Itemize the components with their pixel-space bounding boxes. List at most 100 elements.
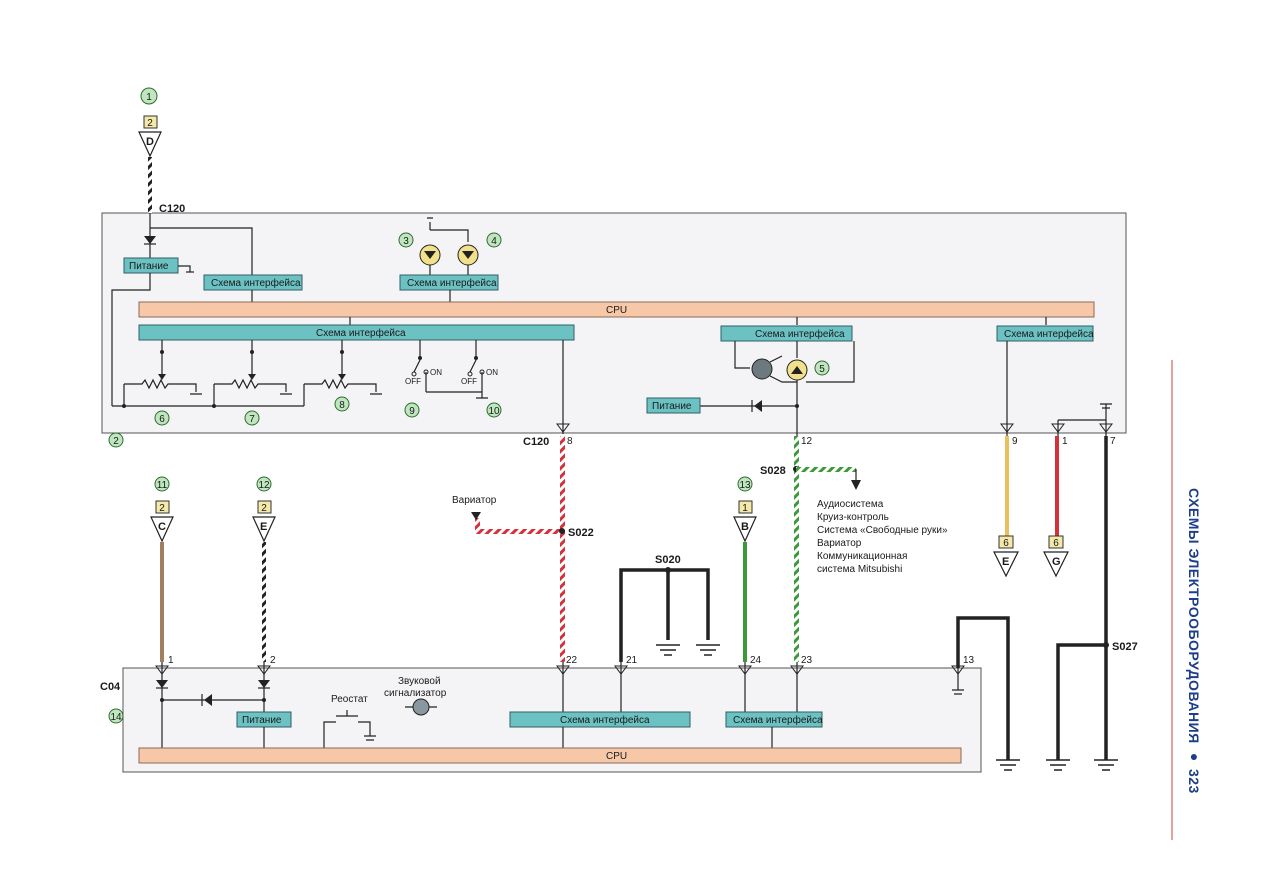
wire-8-rw xyxy=(560,436,565,662)
ground-icons xyxy=(996,759,1118,771)
ref-d-letter: D xyxy=(146,136,154,148)
cpu-top-label: CPU xyxy=(606,305,627,316)
wire-9-yellow xyxy=(1005,436,1009,536)
interface-2-block xyxy=(399,274,499,291)
pin-b13: 13 xyxy=(963,655,975,666)
interface-7-block xyxy=(725,711,823,728)
s028-item-4: Коммуникационная xyxy=(817,551,907,562)
interface-6-block xyxy=(509,711,691,728)
ref-e2-tag xyxy=(998,535,1014,549)
callout-13 xyxy=(737,476,753,492)
ref-e2-letter: E xyxy=(1002,556,1009,568)
callout-14 xyxy=(108,708,124,724)
switch-9-on: ON xyxy=(430,368,442,377)
callout-3-text: 3 xyxy=(403,236,409,247)
pin-b23: 23 xyxy=(801,655,813,666)
wire-1-red xyxy=(1055,436,1059,536)
ref-e-num: 2 xyxy=(261,503,267,514)
pin-b24: 24 xyxy=(750,655,762,666)
transistor-icon xyxy=(751,358,773,380)
interface-3-label: Схема интерфейса xyxy=(316,327,406,339)
c120-bottom-label: C120 xyxy=(523,436,549,448)
ref-d-tag xyxy=(143,115,158,129)
wire-d-bw xyxy=(148,157,152,213)
c120-top-label: C120 xyxy=(159,203,185,215)
upper-module-frame xyxy=(101,212,1127,434)
ref-c-letter: C xyxy=(158,521,166,533)
variator-label: Вариатор xyxy=(452,495,497,506)
pot-7-icon xyxy=(214,378,287,392)
s027-label: S027 xyxy=(1112,641,1138,653)
callout-8 xyxy=(334,396,350,412)
interface-2-label: Схема интерфейса xyxy=(407,277,497,289)
callout-2 xyxy=(108,432,124,448)
pot-6-icon xyxy=(124,378,197,392)
interface-4-block xyxy=(720,325,853,342)
switch-10-on: ON xyxy=(486,368,498,377)
wire-b-green xyxy=(743,542,747,662)
wire-c-brown xyxy=(160,542,164,662)
ref-b-letter: B xyxy=(741,521,749,533)
pitanie-2-label: Питание xyxy=(652,401,692,412)
callout-9-text: 9 xyxy=(409,406,415,417)
ref-d-num: 2 xyxy=(147,118,153,129)
ref-e-tag xyxy=(257,500,272,514)
callout-2-text: 2 xyxy=(113,436,119,447)
callout-1 xyxy=(140,87,158,105)
ref-c-tag xyxy=(155,500,170,514)
callout-14-text: 14 xyxy=(110,712,122,723)
interface-4-label: Схема интерфейса xyxy=(755,328,845,340)
pin-b1: 1 xyxy=(168,655,174,666)
interface-1-block xyxy=(203,274,303,291)
callout-10-text: 10 xyxy=(488,406,500,417)
callout-5-text: 5 xyxy=(819,364,825,375)
pin-8: 8 xyxy=(567,436,573,447)
ref-g-letter: G xyxy=(1052,556,1061,568)
ref-g-num: 6 xyxy=(1053,538,1059,549)
ref-c-num: 2 xyxy=(159,503,165,514)
callout-5 xyxy=(814,360,830,376)
pitanie-3-label: Питание xyxy=(242,715,282,726)
buzzer-icon xyxy=(412,698,430,716)
interface-6-label: Схема интерфейса xyxy=(560,714,650,726)
callout-4 xyxy=(486,232,502,248)
interface-3-block xyxy=(138,324,575,341)
s020-label: S020 xyxy=(655,554,681,566)
s028-item-1: Круиз-контроль xyxy=(817,512,889,523)
pin-12: 12 xyxy=(801,436,813,447)
wire-variator-rw xyxy=(476,529,560,534)
callout-11 xyxy=(154,476,170,492)
callout-6 xyxy=(154,410,170,426)
pitanie-1-label: Питание xyxy=(129,261,169,272)
ref-b-num: 1 xyxy=(742,503,748,514)
cpu-bottom-label: CPU xyxy=(606,751,627,762)
cpu-top-block xyxy=(138,301,1095,318)
callout-8-text: 8 xyxy=(339,400,345,411)
callout-7 xyxy=(244,410,260,426)
pitanie-2-block xyxy=(646,397,701,414)
wire-e-bw xyxy=(262,542,266,662)
ref-d-triangle xyxy=(138,131,162,158)
s028-label: S028 xyxy=(760,465,786,477)
callout-11-text: 11 xyxy=(157,480,168,491)
pin-b22: 22 xyxy=(566,655,578,666)
pin-7: 7 xyxy=(1110,436,1116,447)
cpu-bottom-block xyxy=(138,747,962,764)
s028-item-5: система Mitsubishi xyxy=(817,564,902,575)
ref-b-tag xyxy=(738,500,753,514)
pin-1: 1 xyxy=(1062,436,1068,447)
callout-6-text: 6 xyxy=(159,414,165,425)
pin-b21: 21 xyxy=(626,655,638,666)
wire-12-gw xyxy=(794,436,799,662)
interface-5-block xyxy=(996,325,1094,342)
reostat-button-icon xyxy=(323,710,371,748)
s028-item-0: Аудиосистема xyxy=(817,499,884,510)
switch-10-icon xyxy=(469,359,483,392)
callout-13-text: 13 xyxy=(739,480,751,491)
callout-4-text: 4 xyxy=(491,236,497,247)
callout-12-text: 12 xyxy=(258,480,270,491)
s028-item-2: Система «Свободные руки» xyxy=(817,524,948,536)
callout-10 xyxy=(486,402,502,418)
ref-e-letter: E xyxy=(260,521,267,533)
